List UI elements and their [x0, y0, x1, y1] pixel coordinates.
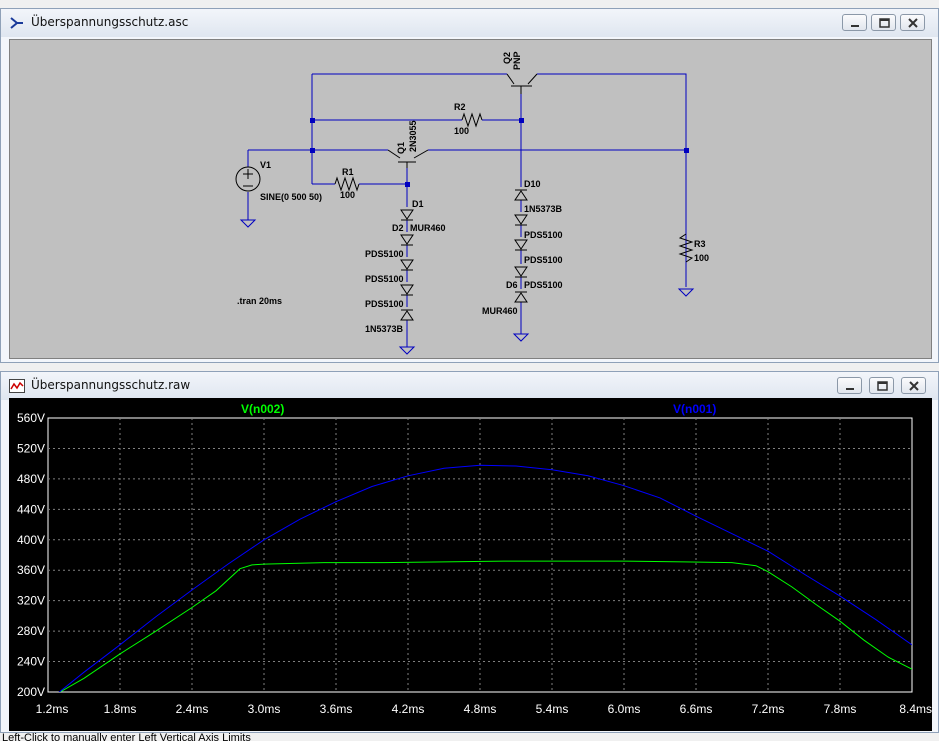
q2-name-label: Q2 — [502, 52, 512, 64]
restore-icon — [877, 381, 888, 391]
close-icon — [909, 381, 919, 391]
schematic-drawing: Q2 PNP R2 100 Q1 2N3055 V1 SINE(0 500 50… — [235, 51, 709, 355]
q1-transistor — [387, 149, 429, 168]
r3-resistor — [678, 233, 694, 263]
status-bar: Left-Click to manually enter Left Vertic… — [0, 733, 939, 741]
status-text: Left-Click to manually enter Left Vertic… — [2, 733, 251, 741]
y-tick-label[interactable]: 280V — [17, 624, 45, 638]
plot-minimize-button[interactable] — [837, 377, 862, 394]
d1-name-label: D1 — [412, 199, 424, 209]
diodes-left — [400, 209, 414, 321]
restore-icon — [879, 18, 890, 28]
q1-model-label: 2N3055 — [408, 120, 418, 152]
x-tick-label[interactable]: 4.8ms — [464, 702, 497, 716]
plot-window[interactable]: Überspannungsschutz.raw 200V 240V 280V 320V… — [0, 371, 939, 733]
wires — [247, 73, 687, 347]
tran-directive: .tran 20ms — [237, 296, 282, 306]
r3-name-label: R3 — [694, 239, 706, 249]
q1-name-label: Q1 — [396, 142, 406, 154]
y-tick-label[interactable]: 520V — [17, 441, 45, 455]
y-tick-label[interactable]: 400V — [17, 533, 45, 547]
d2-name-label: D2 — [392, 223, 404, 233]
y-tick-label[interactable]: 560V — [17, 411, 45, 425]
r3-value-label: 100 — [694, 253, 709, 263]
x-tick-label[interactable]: 8.4ms — [899, 702, 932, 716]
v1-name-label: V1 — [260, 160, 271, 170]
junction-dots — [310, 118, 689, 187]
close-icon — [908, 18, 918, 28]
d4-model-label: PDS5100 — [365, 274, 404, 284]
x-tick-label[interactable]: 4.2ms — [392, 702, 425, 716]
x-tick-label[interactable]: 3.6ms — [320, 702, 353, 716]
legend-trace-2[interactable]: V(n001) — [673, 402, 716, 416]
d8-model-label: PDS5100 — [524, 255, 563, 265]
r2-resistor — [461, 112, 483, 128]
minimize-icon — [851, 25, 859, 27]
x-tick-label[interactable]: 1.8ms — [104, 702, 137, 716]
y-tick-label[interactable]: 320V — [17, 594, 45, 608]
schematic-canvas[interactable]: Q2 PNP R2 100 Q1 2N3055 V1 SINE(0 500 50… — [9, 39, 932, 359]
y-tick-label[interactable]: 240V — [17, 655, 45, 669]
plot-restore-button[interactable] — [869, 377, 894, 394]
r2-name-label: R2 — [454, 102, 466, 112]
d-bottom-model-label: 1N5373B — [365, 324, 404, 334]
plot-close-button[interactable] — [901, 377, 926, 394]
y-axis-ticks[interactable]: 200V 240V 280V 320V 360V 400V 440V 480V 520V 560V — [17, 411, 45, 699]
q2-model-label: PNP — [512, 51, 522, 70]
legend-trace-1[interactable]: V(n002) — [241, 402, 284, 416]
q2-transistor — [506, 73, 538, 94]
v1-value-label: SINE(0 500 50) — [260, 192, 322, 202]
y-tick-label[interactable]: 480V — [17, 472, 45, 486]
x-tick-label[interactable]: 1.2ms — [36, 702, 69, 716]
v1-source — [235, 166, 261, 192]
traces — [58, 464, 912, 692]
minimize-button[interactable] — [842, 14, 867, 31]
r2-value-label: 100 — [454, 126, 469, 136]
d10-model-label: 1N5373B — [524, 204, 563, 214]
mur-right-model-label: MUR460 — [482, 306, 518, 316]
d6-model-label: PDS5100 — [524, 280, 563, 290]
r1-resistor — [334, 176, 360, 192]
diodes-right — [514, 189, 528, 303]
x-tick-label[interactable]: 2.4ms — [176, 702, 209, 716]
schematic-titlebar[interactable]: Überspannungsschutz.asc — [1, 9, 938, 37]
r1-value-label: 100 — [340, 190, 355, 200]
x-tick-label[interactable]: 6.0ms — [608, 702, 641, 716]
plot-canvas[interactable]: 200V 240V 280V 320V 360V 400V 440V 480V 520V 560V… — [9, 398, 932, 731]
grid — [48, 418, 912, 692]
waveform-plot[interactable]: 200V 240V 280V 320V 360V 400V 440V 480V 520V 560V… — [9, 398, 932, 731]
r1-name-label: R1 — [342, 167, 354, 177]
schematic-window[interactable]: Überspannungsschutz.asc — [0, 8, 939, 363]
plot-title: Überspannungsschutz.raw — [31, 378, 191, 392]
x-tick-label[interactable]: 5.4ms — [536, 702, 569, 716]
schematic-icon — [10, 17, 23, 29]
x-tick-label[interactable]: 6.6ms — [680, 702, 713, 716]
minimize-icon — [846, 388, 854, 390]
x-tick-label[interactable]: 3.0ms — [248, 702, 281, 716]
close-button[interactable] — [900, 14, 925, 31]
d2-model-label: MUR460 — [410, 223, 446, 233]
trace-line-2 — [58, 464, 912, 692]
y-tick-label[interactable]: 200V — [17, 685, 45, 699]
d10-name-label: D10 — [524, 179, 541, 189]
trace-line-1 — [59, 560, 912, 692]
waveform-icon — [9, 379, 25, 393]
d7-model-label: PDS5100 — [524, 230, 563, 240]
d5-model-label: PDS5100 — [365, 299, 404, 309]
restore-button[interactable] — [871, 14, 896, 31]
d3-model-label: PDS5100 — [365, 249, 404, 259]
d6-name-label: D6 — [506, 280, 518, 290]
plot-titlebar[interactable]: Überspannungsschutz.raw — [1, 372, 938, 400]
schematic-title: Überspannungsschutz.asc — [31, 15, 189, 29]
x-tick-label[interactable]: 7.8ms — [824, 702, 857, 716]
y-tick-label[interactable]: 360V — [17, 563, 45, 577]
x-axis-ticks[interactable]: 1.2ms 1.8ms 2.4ms 3.0ms 3.6ms 4.2ms 4.8ms 5.4ms… — [36, 702, 932, 716]
y-tick-label[interactable]: 440V — [17, 502, 45, 516]
x-tick-label[interactable]: 7.2ms — [752, 702, 785, 716]
ground-symbols — [239, 219, 695, 355]
